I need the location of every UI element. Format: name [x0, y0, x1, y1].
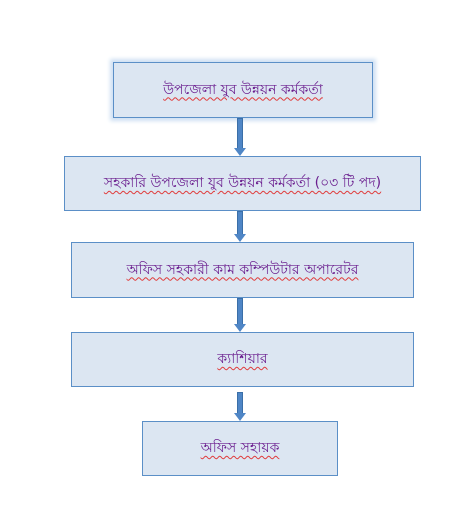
down-arrow-icon	[234, 118, 246, 156]
node-office-helper: অফিস সহায়ক	[142, 421, 338, 476]
down-arrow-icon	[234, 211, 246, 242]
down-arrow-icon	[234, 298, 246, 332]
node-label: সহকারি উপজেলা যুব উন্নয়ন কর্মকর্তা (০৩ …	[103, 175, 382, 192]
node-label: অফিস সহায়ক	[200, 440, 280, 457]
node-upazila-youth-development-officer: উপজেলা যুব উন্নয়ন কর্মকর্তা	[113, 62, 373, 118]
down-arrow-icon	[234, 392, 246, 421]
node-cashier: ক্যাশিয়ার	[71, 332, 414, 387]
node-label: ক্যাশিয়ার	[217, 351, 268, 368]
node-label: উপজেলা যুব উন্নয়ন কর্মকর্তা	[163, 81, 323, 98]
node-office-assistant-computer-operator: অফিস সহকারী কাম কম্পিউটার অপারেটর	[71, 242, 414, 298]
node-assistant-upazila-youth-development-officer: সহকারি উপজেলা যুব উন্নয়ন কর্মকর্তা (০৩ …	[64, 156, 421, 211]
node-label: অফিস সহকারী কাম কম্পিউটার অপারেটর	[126, 261, 359, 278]
